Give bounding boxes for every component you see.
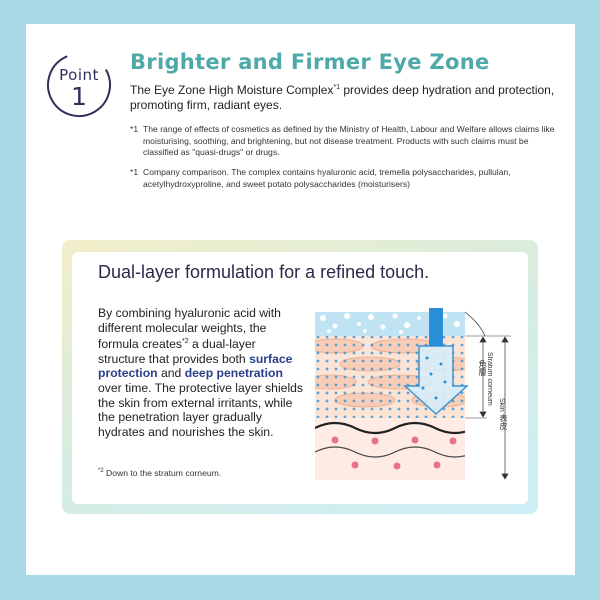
footnote-1: *1 The range of effects of cosmetics as … — [130, 124, 560, 159]
point-number: 1 — [71, 82, 87, 111]
point-label: Point — [59, 66, 99, 84]
skin-label-jp: 表皮 — [499, 414, 508, 430]
skin-layer-diagram — [315, 308, 511, 480]
lead-footnote-mark: *1 — [333, 84, 341, 91]
stratum-label-en: Stratum corneum — [486, 352, 493, 406]
epidermis — [315, 418, 465, 480]
stratum-label-jp: 角層 — [478, 360, 487, 376]
page-title: Brighter and Firmer Eye Zone — [130, 50, 490, 74]
footnote-2: *1 Company comparison. The complex conta… — [130, 167, 560, 190]
point-circle-icon — [47, 53, 111, 117]
card-title: Dual-layer formulation for a refined tou… — [98, 262, 430, 282]
highlight-surface-protection: surface protection — [98, 351, 293, 381]
footnote-mark: *1 — [130, 167, 139, 177]
card-body-text: By combining hyaluronic acid with differ… — [98, 306, 304, 439]
footnote-mark: *1 — [130, 124, 139, 134]
highlight-deep-penetration: deep penetration — [184, 366, 283, 381]
skin-label-en: Skin — [498, 398, 505, 412]
point-badge: Point 1 — [46, 52, 112, 118]
card-footnote: *2 Down to the stratum corneum. — [98, 468, 222, 478]
lead-text: The Eye Zone High Moisture Complex*1 pro… — [130, 83, 555, 112]
footnote-text: The range of effects of cosmetics as def… — [143, 124, 555, 157]
penetration-arrow-icon — [403, 308, 469, 416]
footnote-text: Company comparison. The complex contains… — [143, 167, 511, 189]
